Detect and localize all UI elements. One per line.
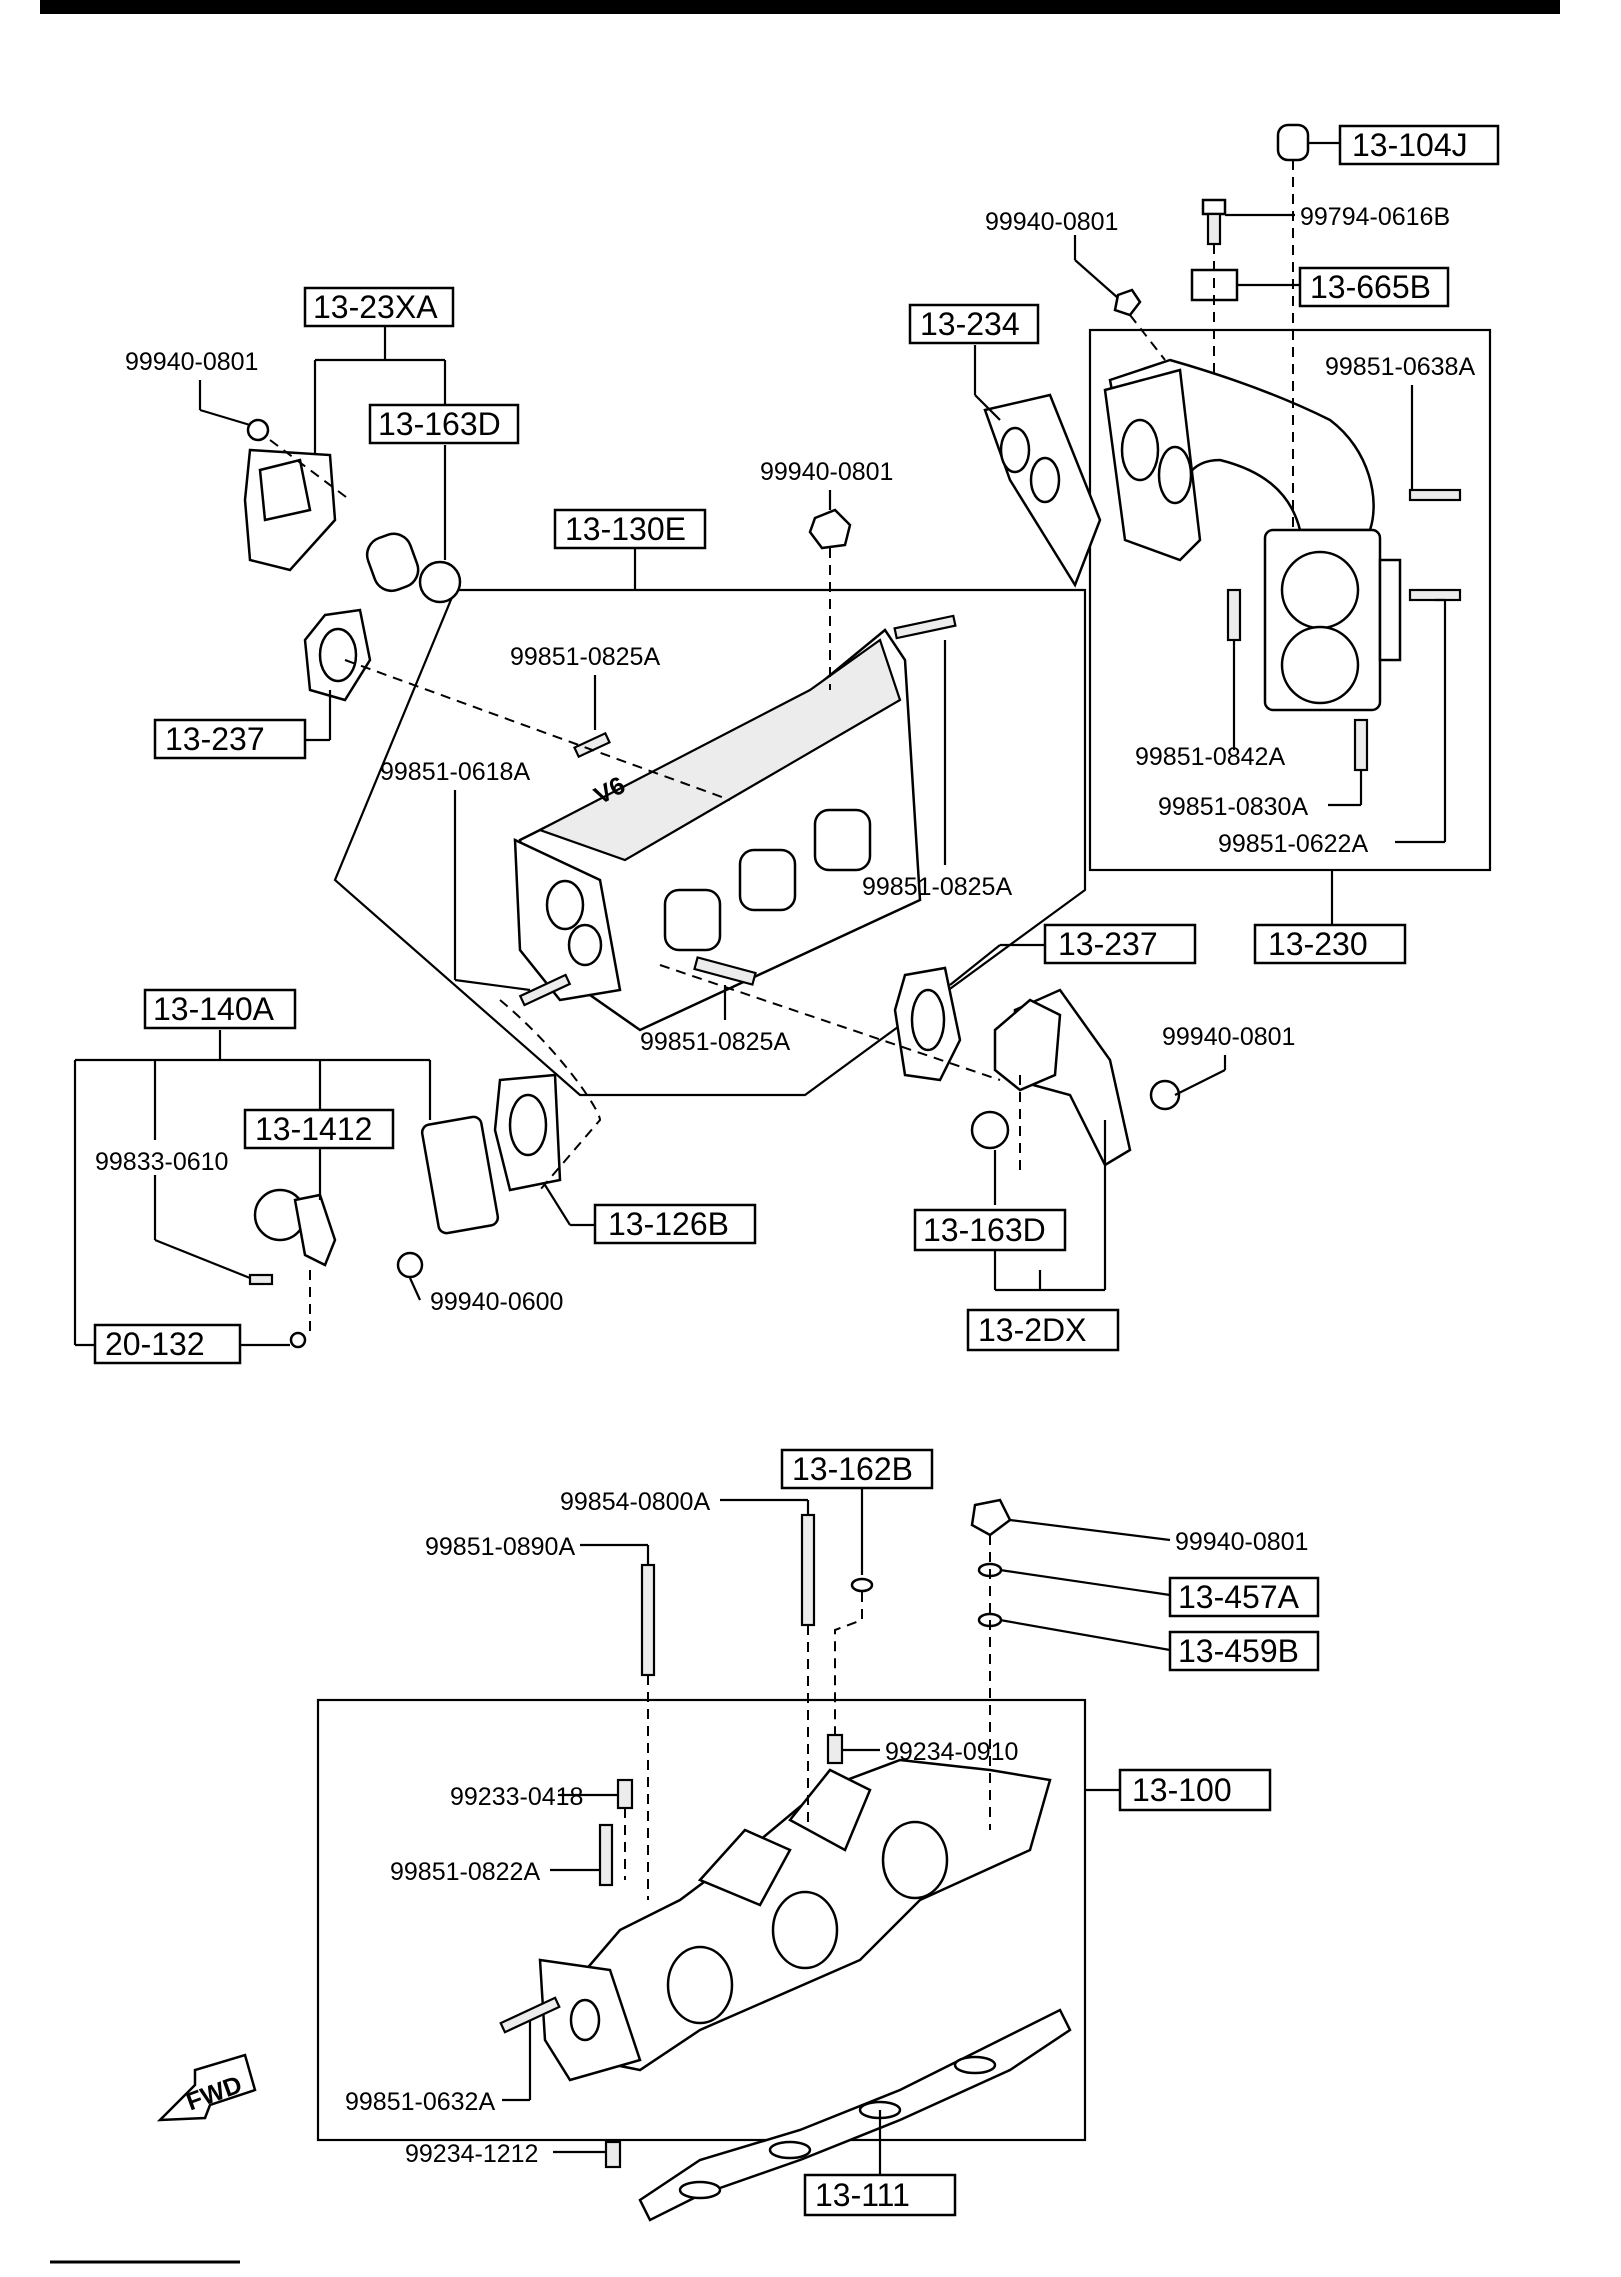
- part-99940-0801-a: 99940-0801: [125, 348, 258, 376]
- part-99851-0822A: 99851-0822A: [390, 1858, 540, 1886]
- stud-99851-0632A: [499, 1996, 561, 2034]
- stud-99851-0822A: [598, 1823, 614, 1887]
- part-99851-0842A: 99851-0842A: [1135, 743, 1285, 771]
- bolt-99794-0616B: [1201, 198, 1227, 246]
- cap-13-104J: [1276, 123, 1310, 162]
- tag-13-100: 13-100: [1132, 1772, 1232, 1808]
- plug-99233-0418: [616, 1778, 634, 1810]
- tag-labels: 13-104J 13-665B 13-234 13-23XA 13-163D 1…: [93, 124, 1500, 2217]
- tag-13-457A: 13-457A: [1178, 1579, 1300, 1615]
- part-99854-0800A: 99854-0800A: [560, 1488, 710, 1516]
- tag-13-234: 13-234: [920, 306, 1020, 342]
- plug-13-162B: [850, 1577, 874, 1593]
- nut-99940-0801-c: [808, 508, 852, 550]
- plug-99234-1212: [604, 2140, 622, 2169]
- gasket-13-234: [983, 393, 1102, 588]
- tag-13-230: 13-230: [1268, 926, 1368, 962]
- tag-13-163D-b: 13-163D: [923, 1212, 1046, 1248]
- lower-intake-manifold: [316, 1698, 1087, 2222]
- tag-13-104J: 13-104J: [1352, 127, 1468, 163]
- water-outlet-13-23XA: [243, 418, 462, 604]
- part-99940-0801-b: 99940-0801: [985, 208, 1118, 236]
- tag-13-459B: 13-459B: [1178, 1633, 1299, 1669]
- leader-lines: [73, 141, 1447, 2175]
- gasket-13-237-b: [893, 966, 962, 1082]
- part-99851-0825A-b: 99851-0825A: [862, 873, 1012, 901]
- stud-99851-0890A: [640, 1563, 656, 1677]
- throttle-body-group: [1088, 328, 1492, 872]
- part-99940-0801-d: 99940-0801: [1162, 1023, 1295, 1051]
- part-99940-0801-c: 99940-0801: [760, 458, 893, 486]
- part-99794-0616B: 99794-0616B: [1300, 203, 1450, 231]
- part-99234-1212: 99234-1212: [405, 2140, 538, 2168]
- fwd-arrow: FWD: [156, 2053, 257, 2122]
- tag-13-140A: 13-140A: [153, 991, 275, 1027]
- nut-99940-0801-e: [970, 1498, 1012, 1537]
- tag-13-130E: 13-130E: [565, 511, 686, 547]
- tag-13-126B: 13-126B: [608, 1206, 729, 1242]
- water-pipe-13-2DX: [993, 988, 1181, 1167]
- part-99851-0825A-c: 99851-0825A: [640, 1028, 790, 1056]
- plug-99234-0910: [826, 1733, 844, 1765]
- part-numbers: 99940-0801 99794-0616B 99851-0638A 99940…: [95, 203, 1475, 2168]
- tag-13-237-a: 13-237: [165, 721, 265, 757]
- part-99851-0830A: 99851-0830A: [1158, 793, 1308, 821]
- tag-20-132: 20-132: [105, 1326, 205, 1362]
- tag-13-162B: 13-162B: [792, 1451, 913, 1487]
- part-99940-0600: 99940-0600: [430, 1288, 563, 1316]
- nut-99940-0801-b: [1113, 288, 1142, 317]
- tag-13-237-b: 13-237: [1058, 926, 1158, 962]
- tag-13-2DX: 13-2DX: [978, 1312, 1087, 1348]
- part-99940-0801-e: 99940-0801: [1175, 1528, 1308, 1556]
- nut-99940-0600: [396, 1251, 424, 1279]
- bolt-99833-0610: [248, 1273, 274, 1286]
- part-99233-0418: 99233-0418: [450, 1783, 583, 1811]
- tag-13-23XA: 13-23XA: [313, 289, 438, 325]
- part-99851-0622A: 99851-0622A: [1218, 830, 1368, 858]
- nut-99940-0801-a: [246, 418, 270, 442]
- part-99851-0632A: 99851-0632A: [345, 2088, 495, 2116]
- top-border-bar: [40, 0, 1560, 14]
- tag-13-163D-a: 13-163D: [378, 406, 501, 442]
- part-99851-0618A: 99851-0618A: [380, 758, 530, 786]
- tag-13-111: 13-111: [815, 2177, 910, 2213]
- part-99851-0890A: 99851-0890A: [425, 1533, 575, 1561]
- stud-99854-0800A: [800, 1513, 816, 1627]
- o-ring-13-163D-b: [970, 1110, 1010, 1150]
- part-99234-0910: 99234-0910: [885, 1738, 1018, 1766]
- part-99851-0825A-a: 99851-0825A: [510, 643, 660, 671]
- nut-99940-0801-d: [1149, 1079, 1181, 1111]
- upper-intake-manifold: V6: [333, 588, 1087, 1097]
- part-99851-0638A: 99851-0638A: [1325, 353, 1475, 381]
- egr-valve-13-140A: [248, 1073, 562, 1349]
- tag-13-1412: 13-1412: [255, 1111, 372, 1147]
- part-99833-0610: 99833-0610: [95, 1148, 228, 1176]
- tag-13-665B: 13-665B: [1310, 269, 1431, 305]
- gasket-13-237-a: [303, 608, 372, 702]
- clip-20-132: [289, 1331, 307, 1349]
